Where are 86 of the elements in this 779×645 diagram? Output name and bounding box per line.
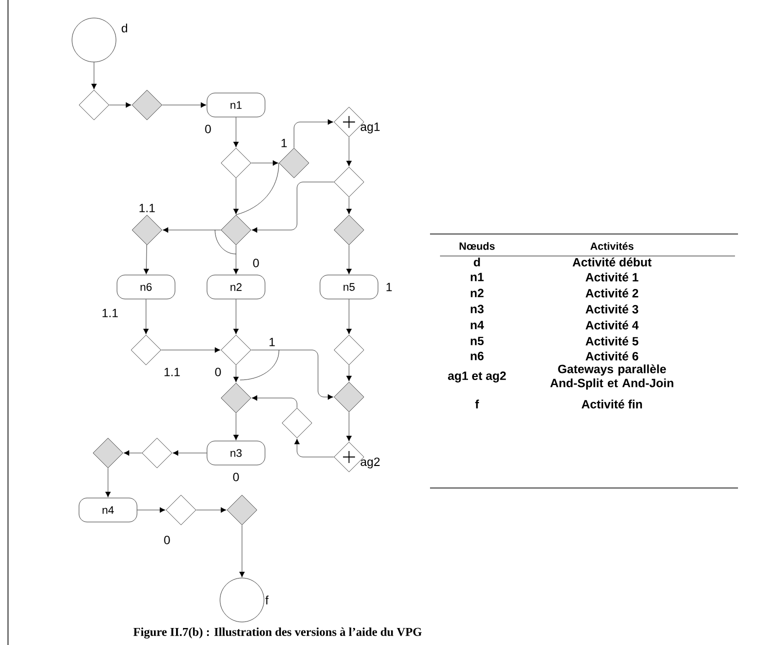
table-cell: n1: [470, 272, 484, 282]
arrow: [252, 182, 334, 233]
arrow: [137, 507, 166, 513]
arrow: [143, 299, 149, 334]
table-cell: n6: [470, 352, 484, 360]
gateway-diamond: [78, 90, 110, 120]
arrow: [233, 413, 239, 440]
arrow: [196, 507, 226, 513]
version-number: 0: [205, 124, 211, 134]
table-cell: ag1 et ag2: [448, 372, 506, 382]
version-number: 1.1: [140, 204, 155, 212]
arrow: [233, 299, 239, 334]
arrow: [346, 365, 352, 382]
arrow: [294, 119, 334, 148]
arrow: [233, 245, 239, 274]
gateway-diamond: [220, 214, 252, 246]
arrow: [346, 412, 352, 442]
table-cell: Activité 4: [586, 320, 639, 330]
arrow: [162, 102, 206, 108]
table-cell: f: [475, 400, 480, 408]
table-cell: d: [474, 258, 480, 266]
arrow: [91, 62, 97, 90]
gateway-diamond: [334, 214, 364, 246]
arrow: [124, 450, 142, 456]
arrow: [105, 468, 111, 498]
arrow: [161, 347, 220, 353]
node-label: d: [122, 24, 128, 32]
gateway-diamond: [282, 408, 312, 438]
figure-caption: Figure II.7(b) : Illustration des versions à l’aide du VPG: [133, 628, 422, 638]
arrow: [346, 137, 352, 166]
arrow: [172, 450, 207, 456]
gateway-diamond: [132, 90, 162, 120]
activity-box: n6: [116, 274, 176, 300]
arrow: [346, 197, 352, 214]
node-label: ag1: [360, 122, 380, 134]
activity-box: n5: [320, 274, 378, 300]
gateway-diamond: [220, 382, 252, 414]
table-cell: n3: [470, 304, 484, 314]
version-number: 0: [164, 536, 170, 544]
table-cell: Activité début: [572, 258, 652, 266]
table-cell: n4: [470, 320, 484, 330]
table-cell: Gateways parallèle And-Split et And-Join: [550, 364, 674, 390]
table-cell: Activité 2: [586, 288, 638, 298]
table-header: Activités: [590, 242, 634, 250]
table-cell: n2: [470, 288, 484, 298]
arrow: [109, 102, 132, 108]
gateway-diamond: [142, 438, 172, 468]
arrow: [239, 525, 245, 578]
gateway-diamond: [226, 494, 258, 526]
gateway-diamond: [220, 148, 252, 178]
gateway-diamond: [334, 382, 364, 412]
table-cell: n5: [470, 336, 484, 346]
arrow: [251, 160, 278, 166]
arrow: [294, 438, 334, 458]
activity-box: n3: [206, 440, 266, 466]
node-label: f: [265, 596, 269, 604]
version-number: 1: [270, 338, 275, 346]
arrow: [144, 244, 150, 274]
activity-box: n2: [206, 274, 266, 300]
version-number: 1: [282, 138, 287, 148]
arrow: [233, 365, 239, 382]
table-cell: Activité 6: [586, 352, 638, 360]
gateway-diamond: [334, 166, 364, 198]
version-number: 1.1: [102, 308, 118, 318]
version-number: 0: [215, 368, 221, 376]
table-cell: Activité 5: [586, 336, 638, 346]
arrow: [251, 350, 334, 400]
gateway-diamond: [92, 438, 124, 468]
node-label: ag2: [360, 458, 380, 468]
activity-box: n4: [78, 498, 138, 522]
activity-box: n1: [206, 92, 266, 118]
version-number: 0: [233, 472, 239, 482]
version-number: 1: [386, 282, 392, 292]
arrow: [162, 227, 221, 233]
table-header: Nœuds: [460, 242, 495, 250]
table-cell: Activité 1: [586, 272, 638, 282]
arrow: [346, 245, 352, 274]
version-number: 0: [253, 258, 259, 268]
arrow: [233, 178, 239, 214]
arc-line: [236, 162, 279, 215]
arrow: [233, 117, 239, 148]
version-number: 1.1: [164, 368, 180, 376]
table-cell: Activité 3: [586, 304, 638, 314]
arrow: [346, 299, 352, 334]
gateway-diamond: [334, 334, 364, 366]
table-cell: Activité fin: [582, 400, 642, 408]
